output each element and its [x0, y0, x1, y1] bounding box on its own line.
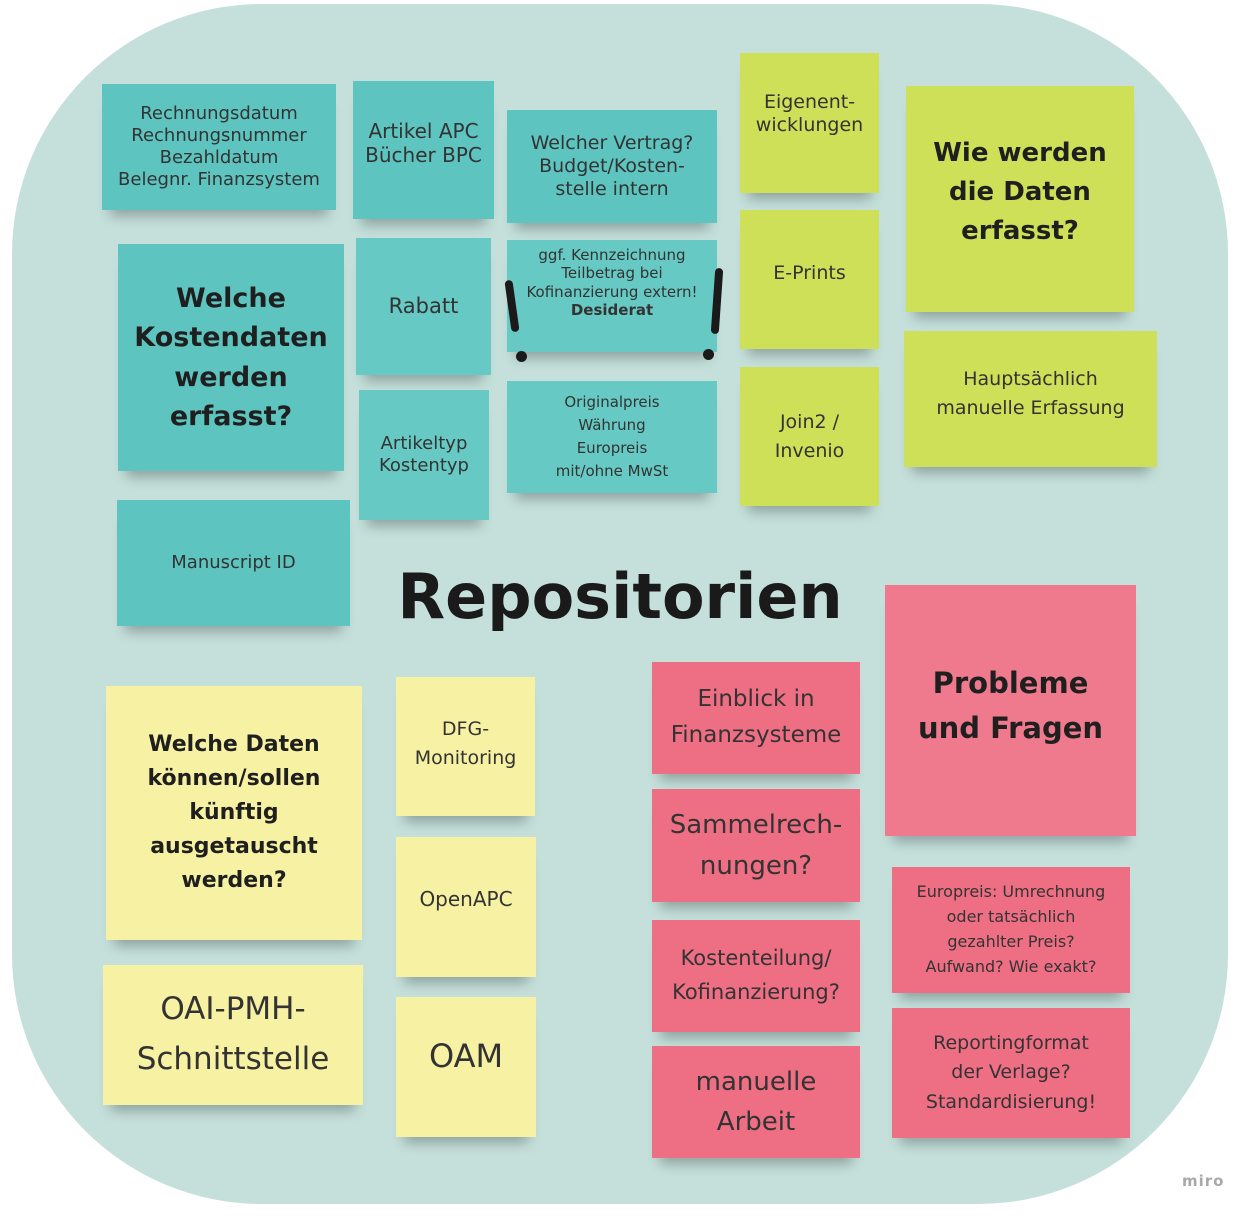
- note-text: Manuscript ID: [171, 552, 296, 574]
- note-line: nungen?: [699, 850, 813, 881]
- exclamation-dot-right: [703, 349, 714, 360]
- note-text: E-Prints: [773, 262, 846, 284]
- note-text: Rabatt: [388, 293, 459, 318]
- sticky-note-reporting[interactable]: Reportingformat der Verlage? Standardisi…: [892, 1008, 1130, 1138]
- note-line: Originalpreis: [564, 392, 660, 411]
- note-line: erfasst?: [961, 216, 1079, 246]
- sticky-note-einblick[interactable]: Einblick in Finanzsysteme: [652, 662, 860, 774]
- note-line: Eigenent-: [763, 91, 856, 113]
- sticky-note-openapc[interactable]: OpenAPC: [396, 837, 536, 977]
- sticky-note-daten-erfasst[interactable]: Wie werden die Daten erfasst?: [906, 86, 1134, 312]
- sticky-note-eprints[interactable]: E-Prints: [740, 210, 879, 349]
- note-line: die Daten: [949, 177, 1091, 207]
- note-line: gezahlter Preis?: [947, 932, 1075, 951]
- sticky-note-manuelle-arbeit[interactable]: manuelle Arbeit: [652, 1046, 860, 1158]
- note-line: Europreis: [576, 439, 648, 457]
- note-line: Artikel APC: [368, 119, 479, 143]
- sticky-note-kennzeichnung[interactable]: ggf. Kennzeichnung Teilbetrag bei Kofina…: [507, 240, 717, 352]
- note-line: mit/ohne MwSt: [555, 462, 669, 481]
- sticky-note-kostenteilung[interactable]: Kostenteilung/ Kofinanzierung?: [652, 920, 860, 1032]
- sticky-note-artikeltyp[interactable]: Artikeltyp Kostentyp: [359, 390, 489, 520]
- note-line: manuelle Erfassung: [936, 396, 1125, 419]
- note-line: Kostentyp: [379, 455, 469, 476]
- sticky-note-vertrag[interactable]: Welcher Vertrag? Budget/Kosten- stelle i…: [507, 110, 717, 223]
- sticky-note-rabatt[interactable]: Rabatt: [356, 238, 491, 375]
- note-line: Bücher BPC: [365, 143, 482, 168]
- sticky-note-manuscript[interactable]: Manuscript ID: [117, 500, 350, 626]
- note-line: künftig: [189, 799, 279, 825]
- sticky-note-welche-daten[interactable]: Welche Daten können/sollen künftig ausge…: [106, 686, 362, 940]
- note-line: Welche: [176, 283, 286, 315]
- note-line: Teilbetrag bei: [561, 264, 663, 283]
- note-line: Europreis: Umrechnung: [916, 882, 1106, 902]
- note-text: OAM: [428, 1037, 504, 1075]
- note-line: Invenio: [774, 439, 845, 462]
- note-line: Rechnungsnummer: [131, 125, 307, 147]
- note-line: Belegnr. Finanzsystem: [118, 168, 320, 190]
- note-line: Artikeltyp: [380, 433, 468, 455]
- note-line: oder tatsächlich: [946, 907, 1076, 927]
- note-line: ausgetauscht: [150, 834, 318, 860]
- sticky-note-rechnungsdaten[interactable]: Rechnungsdatum Rechnungsnummer Bezahldat…: [102, 84, 336, 210]
- note-line: können/sollen: [147, 765, 321, 791]
- board-title: Repositorien: [397, 560, 843, 633]
- note-line: DFG-: [441, 718, 490, 740]
- note-line: Währung: [578, 415, 646, 434]
- note-text: OpenAPC: [419, 887, 513, 911]
- sticky-note-originalpreis[interactable]: Originalpreis Währung Europreis mit/ohne…: [507, 381, 717, 493]
- sticky-note-dfg[interactable]: DFG- Monitoring: [396, 677, 535, 816]
- note-line: Schnittstelle: [136, 1041, 330, 1077]
- note-line: Reportingformat: [933, 1031, 1089, 1054]
- note-line: Welcher Vertrag?: [530, 131, 694, 154]
- note-line: stelle intern: [555, 178, 669, 201]
- note-line: OAI-PMH-: [160, 991, 306, 1028]
- note-line: erfasst?: [169, 400, 293, 432]
- note-line: Monitoring: [414, 746, 517, 769]
- sticky-note-manuelle-erfassung[interactable]: Hauptsächlich manuelle Erfassung: [904, 331, 1157, 467]
- note-line: Probleme: [932, 666, 1089, 700]
- note-line: werden?: [181, 868, 287, 894]
- exclamation-dot-left: [516, 351, 527, 362]
- note-line: Arbeit: [716, 1107, 796, 1137]
- sticky-note-probleme[interactable]: Probleme und Fragen: [885, 585, 1136, 836]
- note-line: Kostendaten: [134, 322, 328, 354]
- note-line: Sammelrech-: [669, 810, 843, 841]
- note-line: Kofinanzierung?: [672, 980, 840, 1004]
- desiderat-label: Desiderat: [570, 300, 654, 319]
- sticky-note-artikel[interactable]: Artikel APC Bücher BPC: [353, 81, 494, 219]
- note-line: Finanzsysteme: [670, 722, 842, 748]
- note-line: Einblick in: [697, 686, 815, 713]
- sticky-note-oaipmh[interactable]: OAI-PMH- Schnittstelle: [103, 965, 363, 1105]
- note-line: wicklungen: [755, 114, 864, 137]
- note-line: werden: [174, 361, 288, 393]
- note-line: Standardisierung!: [925, 1090, 1097, 1113]
- note-line: Wie werden: [933, 138, 1107, 168]
- sticky-note-oam[interactable]: OAM: [396, 997, 536, 1137]
- note-line: ggf. Kennzeichnung: [538, 246, 686, 264]
- sticky-note-kostendaten[interactable]: Welche Kostendaten werden erfasst?: [118, 244, 344, 471]
- note-line: Join2 /: [779, 411, 840, 433]
- note-line: der Verlage?: [951, 1061, 1071, 1084]
- note-line: Bezahldatum: [159, 147, 279, 168]
- sticky-note-europreis[interactable]: Europreis: Umrechnung oder tatsächlich g…: [892, 867, 1130, 993]
- sticky-note-join2[interactable]: Join2 / Invenio: [740, 367, 879, 506]
- note-line: Welche Daten: [148, 731, 320, 757]
- note-line: Kofinanzierung extern!: [526, 282, 698, 301]
- sticky-note-eigenentwicklungen[interactable]: Eigenent- wicklungen: [740, 53, 879, 193]
- miro-logo: miro: [1182, 1172, 1225, 1190]
- note-line: und Fragen: [917, 710, 1104, 745]
- note-line: Rechnungsdatum: [140, 103, 298, 125]
- sticky-note-sammelrechnungen[interactable]: Sammelrech- nungen?: [652, 789, 860, 902]
- note-line: Budget/Kosten-: [539, 154, 685, 177]
- note-line: Hauptsächlich: [963, 368, 1098, 390]
- note-line: manuelle: [695, 1066, 817, 1097]
- note-line: Aufwand? Wie exakt?: [925, 956, 1097, 976]
- note-line: Kostenteilung/: [680, 946, 832, 971]
